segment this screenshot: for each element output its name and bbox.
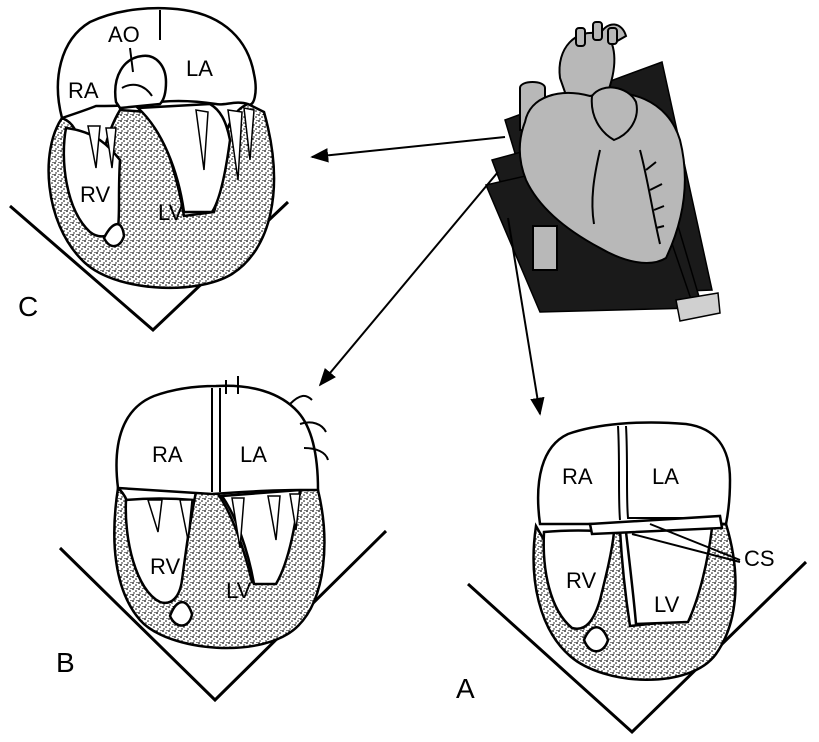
- panel-letter-b: B: [56, 647, 75, 678]
- panel-a: RA LA RV LV CS A: [456, 421, 808, 735]
- label-rv: RV: [150, 554, 180, 579]
- arrow-to-panel-c: [310, 136, 506, 163]
- label-la: LA: [240, 442, 267, 467]
- arrow-to-panel-a: [507, 217, 545, 416]
- panel-a-sector: [466, 560, 808, 735]
- panel-c: AO RA LA RV LV C: [9, 6, 290, 333]
- label-cs: CS: [744, 546, 775, 571]
- panel-b: RA LA RV LV B: [56, 376, 388, 703]
- heart-3d-illustration: [484, 21, 721, 322]
- panel-b-sector: [58, 529, 388, 703]
- label-lv: LV: [654, 592, 680, 617]
- label-rv: RV: [566, 568, 596, 593]
- label-ao: AO: [108, 22, 140, 47]
- panel-letter-c: C: [18, 291, 38, 322]
- arrow-to-panel-b: [318, 171, 499, 387]
- label-ra: RA: [152, 442, 183, 467]
- label-la: LA: [186, 56, 213, 81]
- label-ra: RA: [562, 464, 593, 489]
- label-ra: RA: [68, 78, 99, 103]
- label-la: LA: [652, 464, 679, 489]
- label-lv: LV: [226, 578, 252, 603]
- panel-letter-a: A: [456, 673, 475, 704]
- label-lv: LV: [158, 200, 184, 225]
- label-rv: RV: [80, 182, 110, 207]
